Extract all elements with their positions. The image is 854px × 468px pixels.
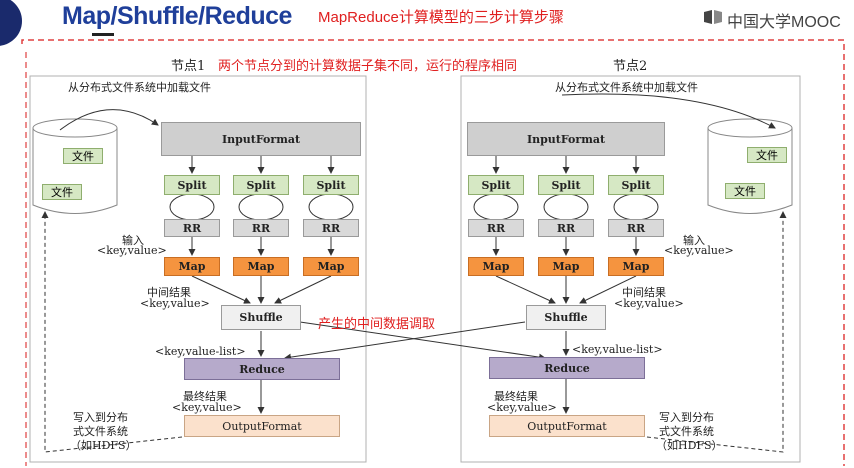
node2-split-2: Split [538, 175, 594, 195]
node1-rr-1: RR [164, 219, 220, 237]
node1-kvlist: <key,value-list> [155, 345, 246, 358]
node2-write-2: 式文件系统 [659, 425, 714, 438]
node2-map-2: Map [538, 257, 594, 276]
node1-split-2: Split [233, 175, 289, 195]
node1-mid-label: 中间结果 [147, 286, 191, 299]
node1-split-1: Split [164, 175, 220, 195]
node1-outputformat: OutputFormat [184, 415, 340, 437]
node2-rr-3: RR [608, 219, 664, 237]
node2-mid-kv: <key,value> [614, 297, 684, 310]
node2-file1: 文件 [747, 147, 787, 163]
split-annotation: 两个节点分到的计算数据子集不同，运行的程序相同 [218, 58, 518, 73]
node1-final-kv: <key,value> [172, 401, 242, 414]
node2-write-3: （如HDFS） [656, 439, 723, 452]
node2-split-1: Split [468, 175, 524, 195]
node1-final-label: 最终结果 [183, 390, 227, 403]
node1-file1: 文件 [63, 148, 103, 164]
node1-inputformat: InputFormat [161, 122, 361, 156]
shuffle-annotation: 产生的中间数据调取 [318, 316, 436, 331]
node1-shuffle: Shuffle [221, 305, 301, 330]
node2-write-1: 写入到分布 [659, 411, 714, 424]
node2-file2: 文件 [725, 183, 765, 199]
node1-rr-3: RR [303, 219, 359, 237]
node1-rr-2: RR [233, 219, 289, 237]
node1-split-3: Split [303, 175, 359, 195]
node1-file2: 文件 [42, 184, 82, 200]
node2-inputformat: InputFormat [467, 122, 665, 156]
node2-outputformat: OutputFormat [489, 415, 645, 437]
node2-kvlist: <key,value-list> [572, 343, 663, 356]
node2-rr-1: RR [468, 219, 524, 237]
node2-map-3: Map [608, 257, 664, 276]
node1-mid-kv: <key,value> [140, 297, 210, 310]
node1-map-3: Map [303, 257, 359, 276]
node1-map-2: Map [233, 257, 289, 276]
node1-label: 节点1 [171, 59, 206, 74]
node2-shuffle: Shuffle [526, 305, 606, 330]
page-subtitle: MapReduce计算模型的三步计算步骤 [318, 9, 564, 26]
node2-reduce: Reduce [489, 357, 645, 379]
node2-split-3: Split [608, 175, 664, 195]
node2-mid-label: 中间结果 [622, 286, 666, 299]
node2-final-label: 最终结果 [494, 390, 538, 403]
node1-write-2: 式文件系统 [73, 425, 128, 438]
mooc-logo-text: 中国大学MOOC [727, 14, 841, 31]
node2-map-1: Map [468, 257, 524, 276]
node1-map-1: Map [164, 257, 220, 276]
title-underline [92, 33, 114, 36]
node2-load-label: 从分布式文件系统中加载文件 [555, 81, 698, 94]
node2-label: 节点2 [613, 59, 648, 74]
node2-input-kv: <key,value> [664, 244, 734, 257]
node1-load-label: 从分布式文件系统中加载文件 [68, 81, 211, 94]
node1-input-label: 输入 [122, 234, 144, 247]
node2-final-kv: <key,value> [487, 401, 557, 414]
mooc-logo-icon [703, 9, 723, 25]
node1-input-kv: <key,value> [97, 244, 167, 257]
node1-write-3: （如HDFS） [70, 439, 137, 452]
corner-circle [0, 0, 22, 46]
node1-reduce: Reduce [184, 358, 340, 380]
node1-write-1: 写入到分布 [73, 411, 128, 424]
node2-input-label: 输入 [683, 234, 705, 247]
page-title: Map/Shuffle/Reduce [62, 2, 292, 30]
node2-rr-2: RR [538, 219, 594, 237]
